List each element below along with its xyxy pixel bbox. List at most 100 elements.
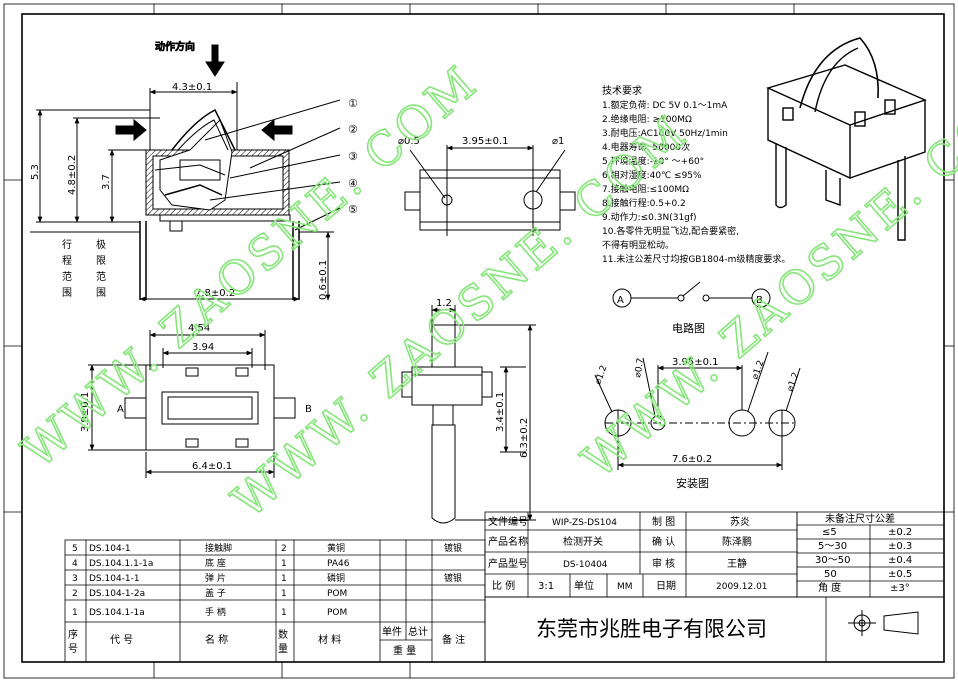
dim-mount-d1: ⌀1.2 xyxy=(593,364,609,386)
svg-text:弹 片: 弹 片 xyxy=(205,572,226,584)
model-value: DS-10404 xyxy=(563,560,608,570)
unit-label: 单位 xyxy=(574,579,594,592)
tech-item-1: 1.额定负荷: DC 5V 0.1～1mA xyxy=(602,99,728,111)
limit-range-label: 极限范围 xyxy=(96,238,106,299)
svg-text:±0.2: ±0.2 xyxy=(888,527,912,538)
dim-height-48: 4.8±0.2 xyxy=(67,155,78,195)
dim-mount-d3: ⌀1.2 xyxy=(750,359,766,381)
svg-text:3: 3 xyxy=(72,574,78,584)
dim-bottom-394: 3.94 xyxy=(192,342,214,353)
svg-text:1: 1 xyxy=(281,608,287,618)
mount-title: 安装图 xyxy=(676,476,709,490)
dim-mount-spacing: 3.95±0.1 xyxy=(672,357,719,368)
svg-text:盖 子: 盖 子 xyxy=(205,587,226,599)
dim-base-width: 7.8±0.2 xyxy=(195,288,235,299)
svg-text:DS.104.1.1-1a: DS.104.1.1-1a xyxy=(89,559,153,569)
svg-text:磷铜: 磷铜 xyxy=(327,572,345,584)
title-block-text: 文件编号 WIP-ZS-DS104 制 图 苏炎 产品名称 检测开关 确 认 陈… xyxy=(488,512,912,641)
date-value: 2009.12.01 xyxy=(716,582,768,592)
svg-text:2: 2 xyxy=(281,544,287,554)
tech-requirements: 技术要求 1.额定负荷: DC 5V 0.1～1mA 2.绝缘电阻: ≥100M… xyxy=(602,84,790,265)
dim-bottom-height: 3.9±0.1 xyxy=(80,392,91,432)
check-label: 确 认 xyxy=(652,535,675,548)
dim-pin-height: 0.6±0.1 xyxy=(318,260,329,300)
doc-no-value: WIP-ZS-DS104 xyxy=(552,518,617,528)
callout-3: ③ xyxy=(348,150,358,163)
circuit-label-a: A xyxy=(617,295,624,306)
svg-text:50: 50 xyxy=(824,569,837,580)
tech-item-2: 2.绝缘电阻: ≥100MΩ xyxy=(602,113,692,125)
svg-text:重 量: 重 量 xyxy=(393,644,416,657)
svg-text:单件: 单件 xyxy=(382,626,402,638)
callout-4: ④ xyxy=(348,177,358,190)
dim-hole-right: ⌀1 xyxy=(552,136,564,147)
watermark: WWW. ZAOSNE. COM WWW. ZAOSNE. COM WWW. Z… xyxy=(11,53,958,529)
tech-item-6: 6.相对湿度:40℃ ≤95% xyxy=(602,169,702,181)
svg-text:±0.4: ±0.4 xyxy=(888,555,912,566)
title-block xyxy=(484,511,945,663)
svg-text:30～50: 30～50 xyxy=(815,555,850,566)
dim-height-37: 3.7 xyxy=(101,174,112,190)
review-value: 王静 xyxy=(727,557,747,570)
dim-side-34: 3.4±0.1 xyxy=(495,392,506,432)
tech-item-4: 4.电器寿命: 50000次 xyxy=(602,141,690,153)
svg-text:DS.104.1-1a: DS.104.1-1a xyxy=(89,608,145,618)
bom-header: 序号 代 号 名 称 数量 材 料 单件 总计 重 量 备 注 xyxy=(68,625,465,657)
dim-mount-total: 7.6±0.2 xyxy=(672,454,712,465)
svg-text:1: 1 xyxy=(281,559,287,569)
svg-text:1: 1 xyxy=(72,608,78,618)
top-view: 3.95±0.1 ⌀0.5 ⌀1 xyxy=(398,136,576,236)
svg-text:代 号: 代 号 xyxy=(110,634,133,646)
svg-text:2: 2 xyxy=(72,589,78,599)
svg-text:POM: POM xyxy=(327,589,347,599)
svg-text:PA46: PA46 xyxy=(327,559,350,569)
svg-text:±0.3: ±0.3 xyxy=(888,541,912,552)
date-label: 日期 xyxy=(656,580,676,592)
tech-item-8: 8.接触行程:0.5+0.2 xyxy=(602,197,686,209)
check-value: 陈泽鹏 xyxy=(722,535,752,548)
circuit-label-b: B xyxy=(756,295,763,306)
product-name-value: 检测开关 xyxy=(563,535,603,548)
action-arrow-right-icon xyxy=(115,118,147,142)
svg-text:数量: 数量 xyxy=(278,628,288,655)
tech-item-11: 11.未注公差尺寸均按GB1804-m级精度要求。 xyxy=(602,253,790,265)
scale-label: 比 例 xyxy=(492,579,515,592)
bottom-view: 4.54 3.94 A B 3.9±0.1 6.4±0.1 xyxy=(80,323,312,478)
svg-text:镀银: 镀银 xyxy=(444,542,462,554)
dim-top-width: 4.3±0.1 xyxy=(172,82,212,93)
tolerance-title: 未备注尺寸公差 xyxy=(825,512,895,525)
action-arrow-down-icon xyxy=(205,44,225,77)
callout-5: ⑤ xyxy=(348,203,358,216)
action-direction-label: 动作方向 xyxy=(155,40,195,53)
dim-side-12: 1.2 xyxy=(436,298,452,309)
front-section-view: 动作方向 4.3±0.1 ① ② ③ ④ ⑤ xyxy=(30,40,358,302)
draw-label: 制 图 xyxy=(652,515,675,528)
svg-text:±0.5: ±0.5 xyxy=(888,569,912,580)
circuit-diagram: A B 电路图 xyxy=(612,281,771,335)
svg-text:接触脚: 接触脚 xyxy=(205,542,232,554)
callout-2: ② xyxy=(348,123,358,136)
svg-text:DS.104-1-2a: DS.104-1-2a xyxy=(89,589,145,599)
product-name-label: 产品名称 xyxy=(488,535,528,548)
tech-item-7: 7.接触电阻:≤100MΩ xyxy=(602,183,689,195)
tech-item-10: 10.各零件无明显飞边,配合要紧密, xyxy=(602,225,739,237)
model-label: 产品型号 xyxy=(488,557,528,570)
svg-text:≤5: ≤5 xyxy=(822,527,837,538)
callout-1: ① xyxy=(348,97,358,110)
company-name: 东莞市兆胜电子有限公司 xyxy=(536,617,767,641)
svg-text:1: 1 xyxy=(281,589,287,599)
dim-bottom-width: 6.4±0.1 xyxy=(192,461,232,472)
dim-side-63: 6.3±0.2 xyxy=(519,418,530,458)
dim-hole-spacing: 3.95±0.1 xyxy=(462,136,509,147)
dim-total-height: 5.3 xyxy=(30,164,41,180)
tech-item-5: 5.环境温度:-10° ～+60° xyxy=(602,155,704,167)
svg-text:手 柄: 手 柄 xyxy=(205,606,226,618)
dim-mount-d2: ⌀0.7 xyxy=(633,357,646,378)
tech-title: 技术要求 xyxy=(602,84,642,97)
dim-mount-d4: ⌀1.2 xyxy=(785,371,801,393)
tech-item-9: 9.动作力:≤0.3N(31gf) xyxy=(602,211,697,223)
